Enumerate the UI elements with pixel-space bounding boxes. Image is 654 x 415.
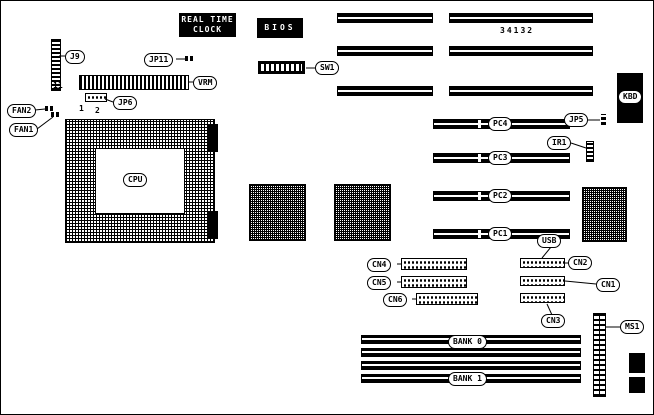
fan1-label: FAN1: [9, 123, 39, 137]
bios-label: BIOS: [264, 23, 296, 32]
io-chip: [582, 187, 627, 242]
cn3-header: [520, 293, 565, 303]
ms1-connector: [593, 313, 606, 397]
pc3-label: PC3: [488, 151, 513, 165]
pc4-label: PC4: [488, 117, 513, 131]
isa-slot-1b: [449, 13, 593, 23]
kbd-label: KBD: [618, 90, 643, 104]
sw1-dip-switch: [258, 61, 305, 74]
ir1-label: IR1: [547, 136, 572, 150]
pin2-marker: 2: [95, 106, 100, 115]
isa-slot-1a: [337, 13, 433, 23]
rtc-chip: REAL TIME CLOCK: [179, 13, 236, 37]
vrm-label: VRM: [193, 76, 218, 90]
cn5-label: CN5: [367, 276, 392, 290]
bank1-label: BANK 1: [448, 372, 487, 386]
chipset-chip-right: [334, 184, 391, 241]
jp11-pins: [185, 56, 195, 61]
cn3-label: CN3: [541, 314, 566, 328]
part-number: 34132: [500, 26, 535, 35]
fan2-pins: [45, 106, 55, 111]
jp5-pins: [601, 114, 606, 125]
bank1-slot-1: [361, 361, 581, 370]
sw1-label: SW1: [315, 61, 340, 75]
cn6-header: [416, 293, 478, 305]
cpu-label: CPU: [123, 173, 148, 187]
cn4-header: [401, 258, 467, 270]
isa-slot-2b: [449, 46, 593, 56]
cn1-header: [520, 276, 565, 286]
usb-label: USB: [537, 234, 562, 248]
jp5-label: JP5: [564, 113, 589, 127]
j9-label: J9: [65, 50, 85, 64]
ir1-connector: [586, 141, 594, 162]
cn4-label: CN4: [367, 258, 392, 272]
pin11-marker: 11: [53, 81, 63, 90]
jp6-label: JP6: [113, 96, 138, 110]
bank0-slot-2: [361, 348, 581, 357]
port-connector-bottom: [629, 377, 645, 393]
cn2-header: [520, 258, 565, 268]
j9-connector: [51, 39, 61, 91]
ms1-label: MS1: [620, 320, 645, 334]
pc1-label: PC1: [488, 227, 513, 241]
cpu-lever-bottom: [207, 211, 218, 239]
pc2-label: PC2: [488, 189, 513, 203]
rtc-label-line2: CLOCK: [192, 25, 223, 34]
isa-slot-2a: [337, 46, 433, 56]
jp6-pins: [85, 93, 107, 102]
port-connector-top: [629, 353, 645, 373]
vrm-edge-connector: [79, 75, 189, 90]
cn6-label: CN6: [383, 293, 408, 307]
bank0-label: BANK 0: [448, 335, 487, 349]
rtc-label-line1: REAL TIME: [181, 15, 234, 24]
fan2-label: FAN2: [7, 104, 37, 118]
isa-slot-3b: [449, 86, 593, 96]
chipset-chip-left: [249, 184, 306, 241]
cn2-label: CN2: [568, 256, 593, 270]
bios-chip: BIOS: [257, 18, 303, 38]
jp11-label: JP11: [144, 53, 174, 67]
fan1-pins: [51, 112, 59, 117]
cpu-lever-top: [207, 124, 218, 152]
cn1-label: CN1: [596, 278, 621, 292]
isa-slot-3a: [337, 86, 433, 96]
pin1-marker: 1: [79, 104, 84, 113]
cn5-header: [401, 276, 467, 288]
